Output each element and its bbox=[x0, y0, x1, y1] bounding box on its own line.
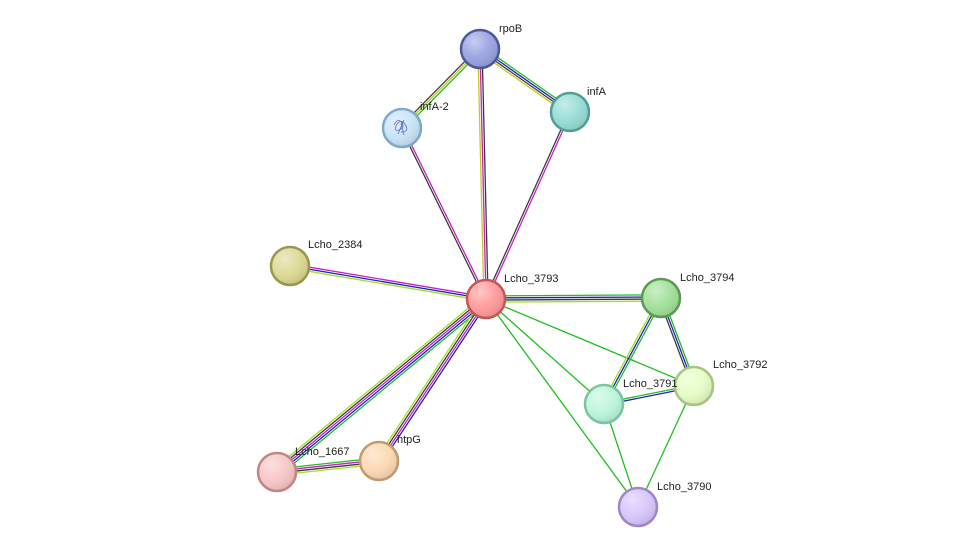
node-Lcho_2384[interactable]: Lcho_2384 bbox=[269, 239, 362, 287]
node-label: infA-2 bbox=[420, 101, 449, 113]
edge-evidence-line bbox=[377, 298, 486, 461]
node-Lcho_1667[interactable]: Lcho_1667 bbox=[256, 446, 349, 493]
edge-evidence-line bbox=[279, 301, 490, 476]
node-htpG[interactable]: htpG bbox=[358, 434, 421, 482]
node-label: Lcho_3794 bbox=[680, 272, 734, 284]
node-label: Lcho_2384 bbox=[308, 239, 362, 251]
edge-Lcho_2384-Lcho_3793[interactable] bbox=[289, 263, 487, 302]
edge-evidence-line bbox=[486, 300, 662, 303]
node-Lcho_3791[interactable]: Lcho_3791 bbox=[583, 378, 677, 425]
node-highlight bbox=[620, 489, 656, 525]
edge-infA-2-Lcho_3793[interactable] bbox=[400, 127, 488, 300]
edge-evidence-line bbox=[400, 128, 486, 300]
edge-rpoB-Lcho_3793[interactable] bbox=[477, 48, 489, 300]
node-highlight bbox=[468, 281, 504, 317]
edge-evidence-line bbox=[479, 48, 487, 300]
node-highlight bbox=[462, 31, 498, 67]
edge-evidence-line bbox=[277, 300, 488, 475]
node-infA-2[interactable]: infA-2 bbox=[381, 101, 449, 149]
edge-evidence-line bbox=[485, 298, 605, 405]
edge-Lcho_3792-Lcho_3790[interactable] bbox=[637, 385, 695, 508]
node-highlight bbox=[361, 443, 397, 479]
edge-evidence-line bbox=[477, 49, 485, 300]
node-highlight bbox=[586, 386, 622, 422]
edge-Lcho_3793-Lcho_3791[interactable] bbox=[485, 298, 605, 405]
node-highlight bbox=[272, 248, 308, 284]
node-label: rpoB bbox=[499, 23, 522, 35]
node-Lcho_3793[interactable]: Lcho_3793 bbox=[465, 273, 558, 320]
node-highlight bbox=[552, 94, 588, 130]
edge-evidence-line bbox=[276, 298, 487, 473]
edge-Lcho_3793-Lcho_1667[interactable] bbox=[273, 295, 490, 476]
node-Lcho_3794[interactable]: Lcho_3794 bbox=[640, 272, 734, 319]
node-highlight bbox=[259, 454, 295, 490]
node-label: htpG bbox=[397, 434, 421, 446]
node-highlight bbox=[643, 280, 679, 316]
node-label: Lcho_3791 bbox=[623, 378, 677, 390]
edge-evidence-line bbox=[289, 267, 486, 302]
edge-evidence-line bbox=[486, 298, 662, 301]
edge-evidence-line bbox=[402, 127, 488, 299]
edge-infA-Lcho_3793[interactable] bbox=[484, 111, 572, 300]
node-highlight bbox=[676, 368, 712, 404]
edge-evidence-line bbox=[273, 295, 484, 470]
node-label: Lcho_3793 bbox=[504, 273, 558, 285]
node-infA[interactable]: infA bbox=[549, 86, 607, 133]
node-label: infA bbox=[587, 86, 607, 98]
node-Lcho_3792[interactable]: Lcho_3792 bbox=[673, 359, 767, 407]
protein-structure-icon bbox=[393, 119, 408, 136]
edge-evidence-line bbox=[485, 296, 661, 299]
edge-evidence-line bbox=[637, 385, 695, 508]
edge-evidence-line bbox=[481, 48, 489, 299]
edge-Lcho_3793-Lcho_3790[interactable] bbox=[485, 298, 639, 508]
edge-evidence-line bbox=[485, 298, 639, 508]
edge-evidence-line bbox=[485, 298, 695, 387]
node-Lcho_3790[interactable]: Lcho_3790 bbox=[617, 481, 711, 528]
edge-evidence-line bbox=[375, 296, 484, 460]
node-rpoB[interactable]: rpoB bbox=[459, 23, 522, 70]
edge-evidence-line bbox=[290, 263, 487, 298]
edge-evidence-line bbox=[381, 300, 490, 464]
edge-evidence-line bbox=[275, 296, 486, 471]
edge-evidence-line bbox=[485, 294, 661, 297]
edge-Lcho_3793-Lcho_3794[interactable] bbox=[485, 294, 662, 303]
node-label: Lcho_1667 bbox=[295, 446, 349, 458]
edge-evidence-line bbox=[289, 265, 487, 300]
node-label: Lcho_3790 bbox=[657, 481, 711, 493]
node-label: Lcho_3792 bbox=[713, 359, 767, 371]
edge-Lcho_3793-Lcho_3792[interactable] bbox=[485, 298, 695, 387]
edges-layer bbox=[273, 45, 697, 508]
edge-evidence-line bbox=[484, 111, 570, 299]
edge-evidence-line bbox=[379, 299, 488, 462]
edge-Lcho_3793-htpG[interactable] bbox=[375, 296, 490, 464]
edge-evidence-line bbox=[486, 112, 572, 300]
